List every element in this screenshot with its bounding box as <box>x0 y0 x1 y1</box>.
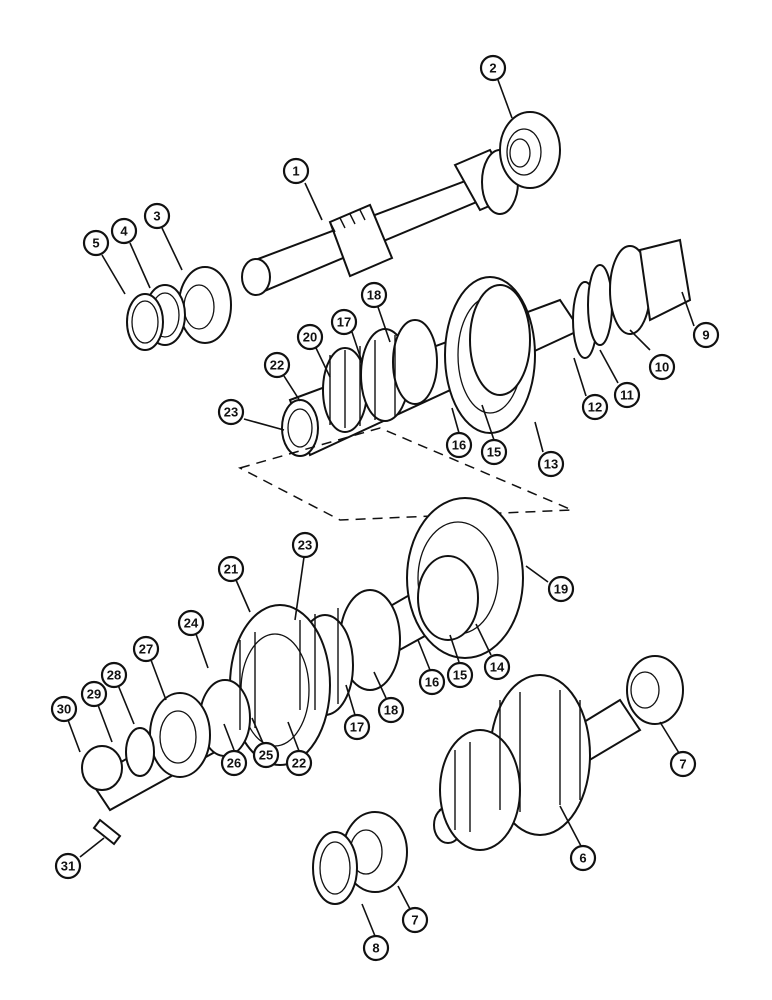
callout-17-upper: 17 <box>330 308 358 336</box>
callout-7-lower: 7 <box>401 906 429 934</box>
callout-28: 28 <box>100 661 128 689</box>
callout-14-label: 14 <box>490 660 505 675</box>
callout-6-label: 6 <box>579 851 586 866</box>
bearing-7-lower-washer-8 <box>312 811 408 905</box>
callout-5-label: 5 <box>92 236 99 251</box>
callout-22-lower-label: 22 <box>292 756 306 771</box>
callout-29: 29 <box>80 680 108 708</box>
callout-4-label: 4 <box>120 224 128 239</box>
callout-18-lower-label: 18 <box>384 703 398 718</box>
input-shaft <box>241 148 519 296</box>
callout-23-lower: 23 <box>291 531 319 559</box>
callout-20-label: 20 <box>303 330 317 345</box>
callout-15-lower: 15 <box>446 661 474 689</box>
callout-15-upper: 15 <box>480 438 508 466</box>
callout-30-label: 30 <box>57 702 71 717</box>
callout-23-upper-label: 23 <box>224 405 238 420</box>
bearing-2 <box>499 111 561 189</box>
bearing-3-rings-4-5 <box>126 266 232 351</box>
callout-3: 3 <box>143 202 171 230</box>
callout-19: 19 <box>547 575 575 603</box>
callout-17-lower-label: 17 <box>350 720 364 735</box>
bearing-7-right <box>626 655 684 725</box>
callout-2-label: 2 <box>489 61 496 76</box>
callout-25: 25 <box>252 741 280 769</box>
callout-20: 20 <box>296 323 324 351</box>
callout-25-label: 25 <box>259 748 273 763</box>
callout-1-label: 1 <box>292 164 299 179</box>
callout-22-upper: 22 <box>263 351 291 379</box>
callout-9-label: 9 <box>702 328 709 343</box>
callout-18-upper: 18 <box>360 281 388 309</box>
callout-15-lower-label: 15 <box>453 668 467 683</box>
callout-23-upper: 23 <box>217 398 245 426</box>
callout-19-label: 19 <box>554 582 568 597</box>
callout-8-label: 8 <box>372 941 379 956</box>
callout-31: 31 <box>54 852 82 880</box>
callout-5: 5 <box>82 229 110 257</box>
callout-6: 6 <box>569 844 597 872</box>
callout-23-lower-label: 23 <box>298 538 312 553</box>
callout-11: 11 <box>613 381 641 409</box>
callout-3-label: 3 <box>153 209 160 224</box>
callout-2: 2 <box>479 54 507 82</box>
callout-17-lower: 17 <box>343 713 371 741</box>
callout-24-label: 24 <box>184 616 199 631</box>
callout-4: 4 <box>110 217 138 245</box>
callout-17-upper-label: 17 <box>337 315 351 330</box>
callout-22-lower: 22 <box>285 749 313 777</box>
callout-27: 27 <box>132 635 160 663</box>
callout-24: 24 <box>177 609 205 637</box>
callout-7-right: 7 <box>669 750 697 778</box>
callout-leaders <box>67 79 695 937</box>
counter-shaft <box>433 674 642 851</box>
callout-28-label: 28 <box>107 668 121 683</box>
callout-9: 9 <box>692 321 720 349</box>
callout-29-label: 29 <box>87 687 101 702</box>
callout-26: 26 <box>220 749 248 777</box>
callout-16-upper-label: 16 <box>452 438 466 453</box>
callout-13-label: 13 <box>544 457 558 472</box>
callout-21: 21 <box>217 555 245 583</box>
callout-7-right-label: 7 <box>679 757 686 772</box>
callout-8: 8 <box>362 934 390 962</box>
callout-30: 30 <box>50 695 78 723</box>
callout-26-label: 26 <box>227 756 241 771</box>
callout-31-label: 31 <box>61 859 75 874</box>
callout-15-upper-label: 15 <box>487 445 501 460</box>
callout-10: 10 <box>648 353 676 381</box>
callout-18-upper-label: 18 <box>367 288 381 303</box>
callout-1: 1 <box>282 157 310 185</box>
callout-10-label: 10 <box>655 360 669 375</box>
callout-14: 14 <box>483 653 511 681</box>
callout-16-lower: 16 <box>418 668 446 696</box>
callout-22-upper-label: 22 <box>270 358 284 373</box>
callout-11-label: 11 <box>620 388 634 403</box>
callout-12-label: 12 <box>588 400 602 415</box>
callout-21-label: 21 <box>224 562 238 577</box>
callout-18-lower: 18 <box>377 696 405 724</box>
callout-13: 13 <box>537 450 565 478</box>
callout-12: 12 <box>581 393 609 421</box>
callout-27-label: 27 <box>139 642 153 657</box>
upper-mainshaft-assembly <box>281 238 692 457</box>
callout-7-lower-label: 7 <box>411 913 418 928</box>
callout-16-lower-label: 16 <box>425 675 439 690</box>
callout-16-upper: 16 <box>445 431 473 459</box>
pin-31 <box>92 818 122 846</box>
